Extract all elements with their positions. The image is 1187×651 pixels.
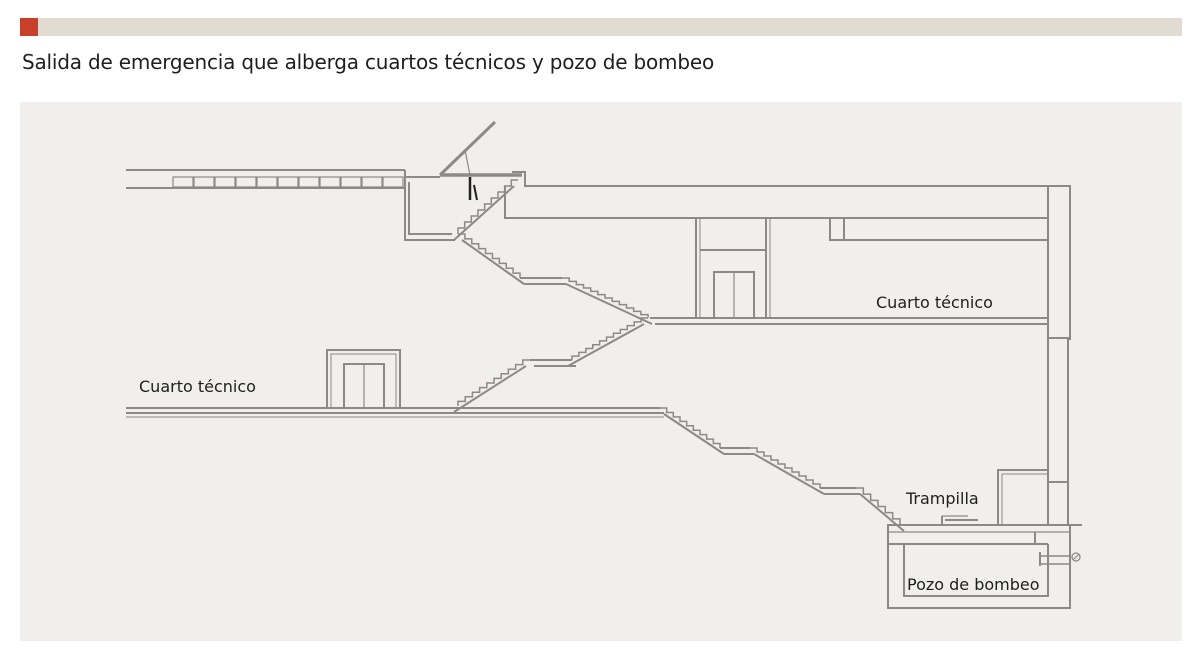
valve-icon <box>1072 553 1080 561</box>
stair-soffit <box>565 283 653 325</box>
header-bar <box>20 18 1182 36</box>
stair-steps <box>571 317 648 360</box>
right-wall <box>1048 337 1069 525</box>
stair-soffit <box>663 413 725 455</box>
valve-icon <box>1071 552 1081 562</box>
roof-slab <box>512 171 1071 340</box>
skylight-cell <box>382 176 404 188</box>
skylight-cell <box>340 176 362 188</box>
stair-steps <box>457 179 518 234</box>
stair-steps <box>856 487 901 525</box>
skylight-cell <box>277 176 299 188</box>
stair-steps <box>457 359 530 406</box>
staircase <box>453 179 905 532</box>
stair-soffit <box>461 239 525 285</box>
small-room <box>997 469 1048 525</box>
skylight-cell <box>256 176 278 188</box>
small-room <box>1001 473 1048 525</box>
stair-steps <box>562 277 649 318</box>
accent-square <box>20 18 38 36</box>
diagram-panel <box>20 102 1182 641</box>
skylight-cell <box>298 176 320 188</box>
label-hatch: Trampilla <box>905 489 979 508</box>
skylight-cell <box>235 176 257 188</box>
skylight-cell <box>319 176 341 188</box>
stair-steps <box>660 407 721 448</box>
sump-pit <box>887 524 1071 609</box>
hatch-strut <box>464 149 471 176</box>
entrance-wall <box>404 170 455 241</box>
stair-soffit <box>567 323 645 367</box>
label-upper-room: Cuarto técnico <box>876 293 993 312</box>
sump-inner <box>903 544 1049 597</box>
open-hatch-icon <box>438 120 497 177</box>
skylight-cell <box>172 176 194 188</box>
stair-soffit <box>753 453 825 495</box>
skylight-cell <box>214 176 236 188</box>
stair-steps <box>750 447 821 488</box>
room-frame <box>330 353 397 408</box>
stair-soffit <box>453 365 527 413</box>
entrance-wall <box>408 182 452 235</box>
skylight-cell <box>193 176 215 188</box>
stair-soffit <box>453 185 515 241</box>
beam <box>829 217 1049 241</box>
page-title: Salida de emergencia que alberga cuartos… <box>22 50 714 74</box>
actuator-icon <box>473 184 478 201</box>
skylight-cell <box>361 176 383 188</box>
roof-slab <box>504 186 1048 219</box>
room-frame <box>326 349 401 408</box>
label-sump: Pozo de bombeo <box>907 575 1040 594</box>
skylight-cells <box>172 176 404 188</box>
stair-steps <box>458 233 521 278</box>
label-lower-room: Cuarto técnico <box>139 377 256 396</box>
